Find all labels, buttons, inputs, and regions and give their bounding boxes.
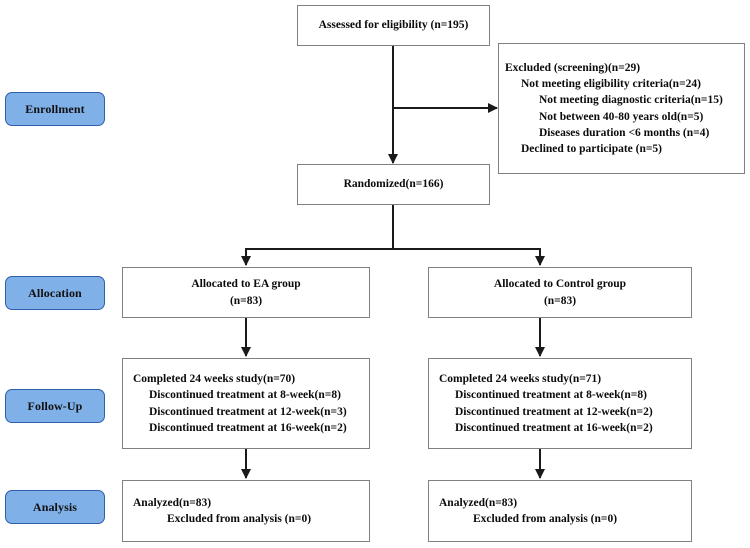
node-assessed-for-eligibility: Assessed for eligibility (n=195): [297, 5, 490, 46]
followup-right-line-1: Completed 24 weeks study(n=71): [439, 372, 602, 385]
alloc-right-line-1: Allocated to Control group: [493, 278, 627, 291]
followup-right-line-2: Discontinued treatment at 8-week(n=8): [455, 389, 647, 402]
node-analysis-control-group: Analyzed(n=83) Excluded from analysis (n…: [428, 480, 692, 542]
excluded-line-6: Declined to participate (n=5): [521, 143, 663, 156]
stage-label-followup: Follow-Up: [27, 398, 83, 413]
stage-label-analysis: Analysis: [32, 499, 78, 514]
node-randomized: Randomized(n=166): [297, 164, 490, 205]
randomized-line-1: Randomized(n=166): [343, 178, 444, 191]
node-excluded: Excluded (screening)(n=29) Not meeting e…: [498, 43, 745, 174]
followup-left-line-2: Discontinued treatment at 8-week(n=8): [149, 389, 341, 402]
followup-right-line-4: Discontinued treatment at 16-week(n=2): [455, 421, 653, 434]
stage-badge-enrollment: Enrollment: [5, 92, 105, 126]
excluded-line-5: Diseases duration <6 months (n=4): [539, 126, 710, 139]
stage-label-enrollment: Enrollment: [25, 101, 85, 116]
analysis-left-line-1: Analyzed(n=83): [133, 496, 212, 509]
excluded-line-4: Not between 40-80 years old(n=5): [539, 110, 704, 123]
excluded-line-3: Not meeting diagnostic criteria(n=15): [539, 94, 723, 107]
followup-left-line-1: Completed 24 weeks study(n=70): [133, 372, 296, 385]
node-followup-ea-group: Completed 24 weeks study(n=70) Discontin…: [122, 358, 370, 449]
analysis-right-line-1: Analyzed(n=83): [439, 496, 518, 509]
followup-left-line-3: Discontinued treatment at 12-week(n=3): [149, 405, 347, 418]
stage-badge-followup: Follow-Up: [5, 389, 105, 423]
alloc-left-line-2: (n=83): [229, 294, 263, 307]
stage-badge-analysis: Analysis: [5, 490, 105, 524]
node-allocated-ea-group: Allocated to EA group (n=83): [122, 267, 370, 318]
node-analysis-ea-group: Analyzed(n=83) Excluded from analysis (n…: [122, 480, 370, 542]
alloc-right-line-2: (n=83): [543, 294, 577, 307]
excluded-line-1: Excluded (screening)(n=29): [505, 61, 641, 74]
stage-label-allocation: Allocation: [28, 285, 82, 300]
analysis-left-line-2: Excluded from analysis (n=0): [167, 513, 312, 525]
node-followup-control-group: Completed 24 weeks study(n=71) Discontin…: [428, 358, 692, 449]
assessed-line-1: Assessed for eligibility (n=195): [318, 19, 469, 32]
followup-left-line-4: Discontinued treatment at 16-week(n=2): [149, 421, 347, 434]
analysis-right-line-2: Excluded from analysis (n=0): [473, 513, 618, 525]
alloc-left-line-1: Allocated to EA group: [191, 278, 301, 291]
followup-right-line-3: Discontinued treatment at 12-week(n=2): [455, 405, 653, 418]
stage-badge-allocation: Allocation: [5, 276, 105, 310]
excluded-line-2: Not meeting eligibility criteria(n=24): [521, 77, 701, 90]
node-allocated-control-group: Allocated to Control group (n=83): [428, 267, 692, 318]
